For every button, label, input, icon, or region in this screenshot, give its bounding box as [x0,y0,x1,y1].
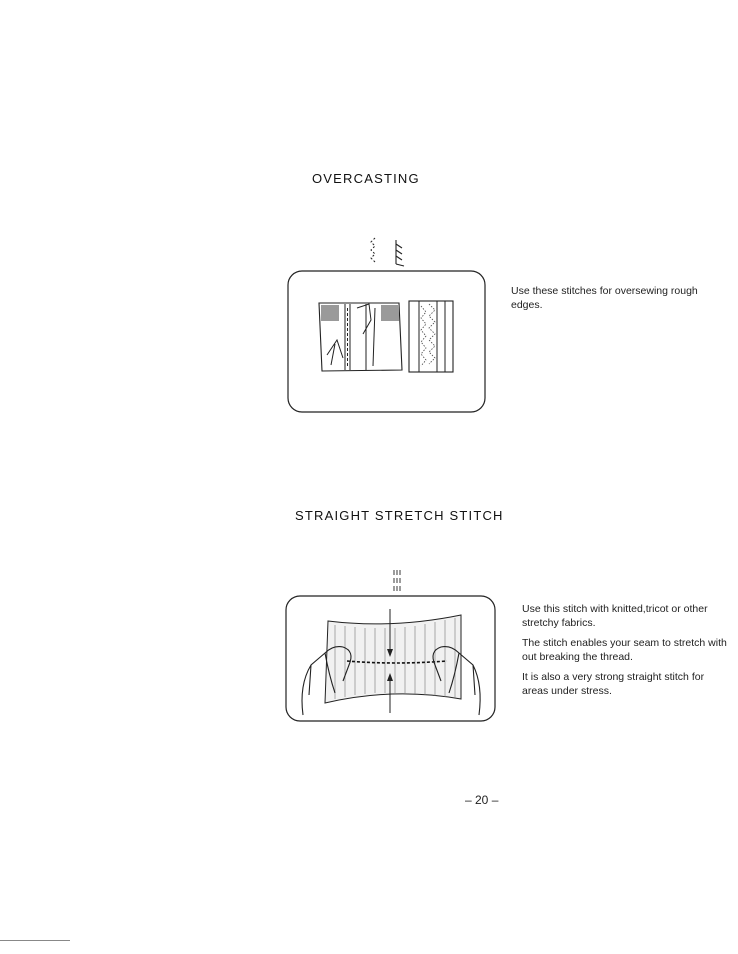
overcasting-stitch-symbols-icon [370,237,405,267]
straight-stretch-text-line: Use this stitch with knitted,tricot or o… [522,603,708,629]
overcasting-illustration [287,270,486,413]
straight-stretch-text-line: The stitch enables your seam to stretch … [522,637,727,663]
page-number: – 20 – [465,793,499,807]
straight-stretch-description: Use this stitch with knitted,tricot or o… [522,602,727,704]
straight-stretch-heading: STRAIGHT STRETCH STITCH [295,508,504,523]
straight-stretch-stitch-symbol-icon [393,570,401,591]
scan-artifact-line [0,940,70,941]
straight-stretch-text-line: It is also a very strong straight stitch… [522,671,705,697]
overcasting-heading: OVERCASTING [312,171,420,186]
overcasting-text-line: Use these stitches for oversewing rough … [511,285,698,311]
straight-stretch-illustration [285,595,496,722]
overcasting-description: Use these stitches for oversewing rough … [511,284,711,318]
